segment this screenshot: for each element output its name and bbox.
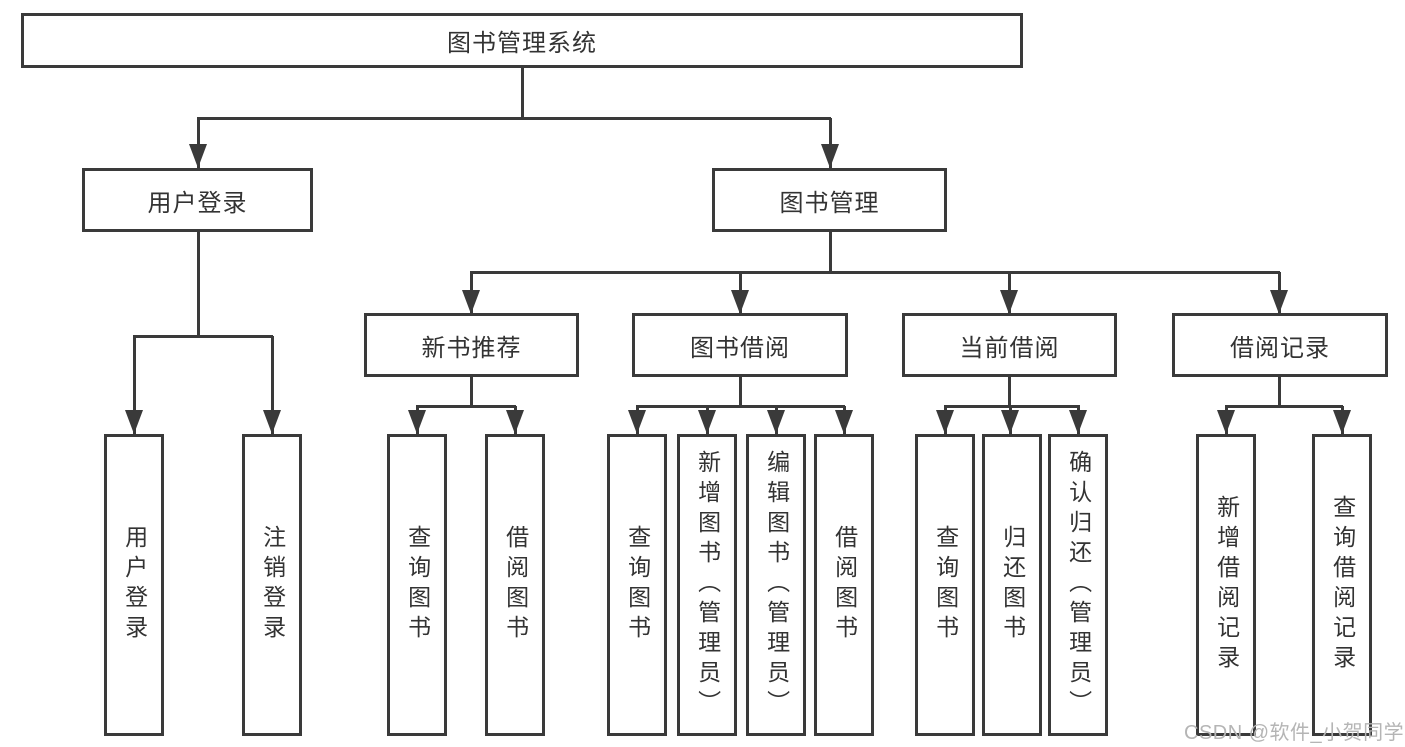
connector-line (1008, 377, 1011, 406)
connector-line (197, 232, 200, 336)
leaf-add-borrow-record: 新增借阅记录 (1196, 434, 1256, 736)
arrowhead-icon (767, 410, 785, 434)
arrowhead-icon (1000, 290, 1018, 314)
node-book-management: 图书管理 (712, 168, 947, 232)
arrowhead-icon (1001, 410, 1019, 434)
node-new-book-recommendation: 新书推荐 (364, 313, 579, 377)
arrowhead-icon (462, 290, 480, 314)
leaf-borrow-books: 借阅图书 (814, 434, 874, 736)
leaf-user-login: 用户登录 (104, 434, 164, 736)
arrowhead-icon (698, 410, 716, 434)
connector-line (1225, 405, 1343, 408)
leaf-query-books-borrow: 查询图书 (607, 434, 667, 736)
arrowhead-icon (125, 410, 143, 434)
arrowhead-icon (1069, 410, 1087, 434)
leaf-query-books-recommend: 查询图书 (387, 434, 447, 736)
node-borrowing-records: 借阅记录 (1172, 313, 1388, 377)
leaf-add-book-admin: 新增图书（管理员） (677, 434, 737, 736)
leaf-edit-book-admin: 编辑图书（管理员） (746, 434, 806, 736)
connector-line (829, 118, 832, 168)
arrowhead-icon (1333, 410, 1351, 434)
connector-line (470, 377, 473, 406)
arrowhead-icon (1270, 290, 1288, 314)
connector-line (829, 232, 832, 272)
arrowhead-icon (263, 410, 281, 434)
connector-line (416, 405, 516, 408)
connector-line (197, 117, 831, 120)
connector-line (944, 405, 1080, 408)
arrowhead-icon (821, 144, 839, 168)
connector-line (521, 68, 524, 118)
node-current-borrowing: 当前借阅 (902, 313, 1117, 377)
leaf-borrow-books-recommend: 借阅图书 (485, 434, 545, 736)
arrowhead-icon (835, 410, 853, 434)
arrowhead-icon (628, 410, 646, 434)
arrowhead-icon (731, 290, 749, 314)
arrowhead-icon (408, 410, 426, 434)
connector-line (197, 118, 200, 168)
leaf-query-borrow-record: 查询借阅记录 (1312, 434, 1372, 736)
arrowhead-icon (506, 410, 524, 434)
node-user-login: 用户登录 (82, 168, 313, 232)
node-book-borrowing: 图书借阅 (632, 313, 848, 377)
connector-line (739, 377, 742, 406)
arrowhead-icon (936, 410, 954, 434)
csdn-watermark: CSDN @软件_小贺同学 (1184, 722, 1405, 744)
node-library-management-system: 图书管理系统 (21, 13, 1023, 68)
connector-line (470, 271, 1280, 274)
connector-line (271, 336, 274, 434)
connector-line (133, 335, 273, 338)
leaf-return-book: 归还图书 (982, 434, 1042, 736)
leaf-query-books-current: 查询图书 (915, 434, 975, 736)
connector-line (133, 336, 136, 434)
arrowhead-icon (189, 144, 207, 168)
connector-line (1278, 377, 1281, 406)
connector-line (636, 405, 845, 408)
leaf-confirm-return-admin: 确认归还（管理员） (1048, 434, 1108, 736)
arrowhead-icon (1217, 410, 1235, 434)
leaf-logout: 注销登录 (242, 434, 302, 736)
